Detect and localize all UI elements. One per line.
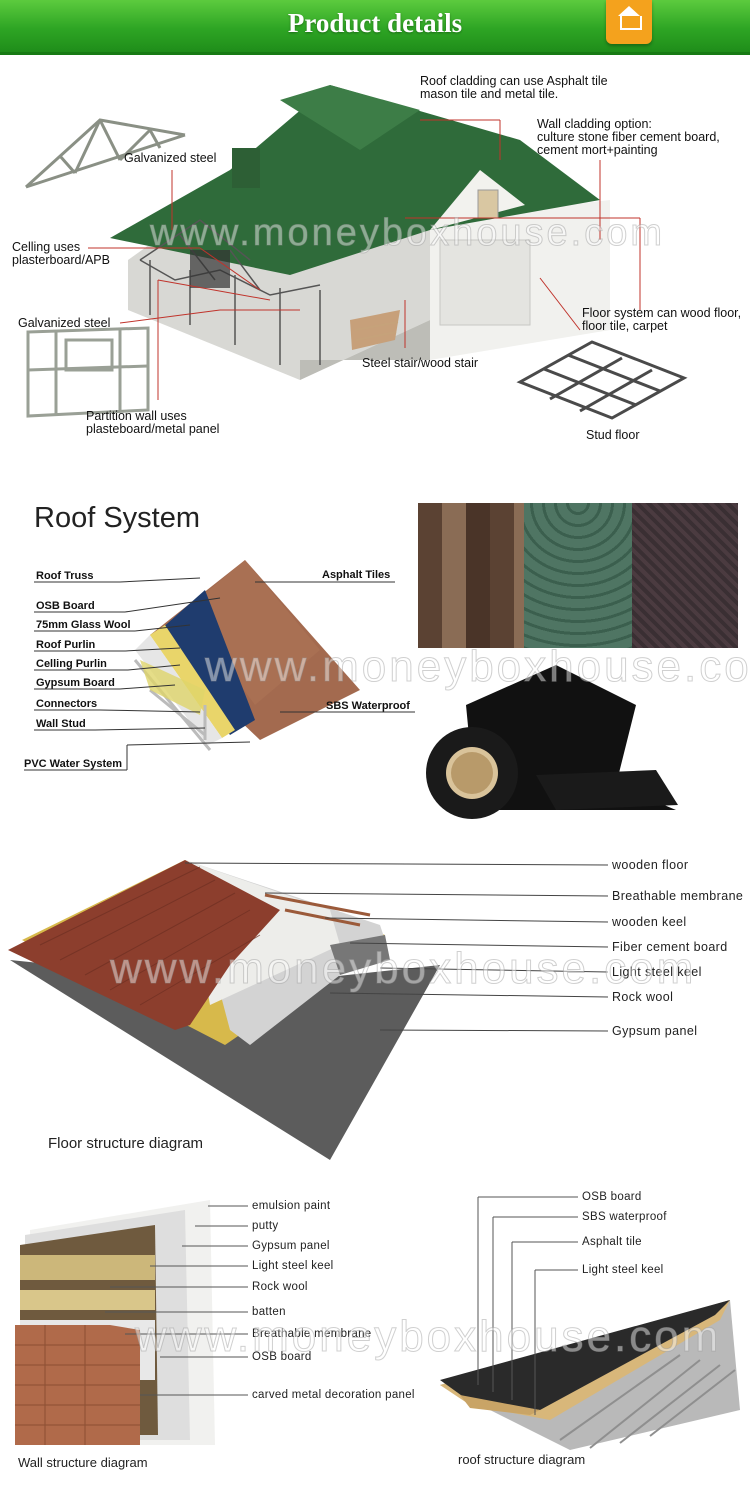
emulsion-paint-label: emulsion paint <box>252 1200 331 1212</box>
breathable-membrane-label: Breathable membrane <box>612 889 744 903</box>
wooden-keel-label: wooden keel <box>612 915 687 929</box>
watermark: www.moneyboxhouse.com <box>150 212 665 255</box>
wall-stud-label: Wall Stud <box>36 718 86 730</box>
fiber-cement-board-label: Fiber cement board <box>612 940 728 954</box>
header-banner: Product details <box>0 0 750 55</box>
roof-cladding-label: Roof cladding can use Asphalt tile mason… <box>420 74 608 101</box>
wooden-floor-label: wooden floor <box>612 858 689 872</box>
gypsum-board-label: Gypsum Board <box>36 677 115 689</box>
floor-leaders <box>184 862 609 1032</box>
wall-frame-illustration <box>26 326 150 418</box>
roof-system-title: Roof System <box>34 502 200 534</box>
connectors-label: Connectors <box>36 698 98 710</box>
wall-osb-board-label: OSB board <box>252 1351 312 1363</box>
roof-light-steel-keel-label: Light steel keel <box>582 1264 664 1276</box>
house-illustration <box>24 85 688 420</box>
roof-purlin-label: Roof Purlin <box>36 639 96 651</box>
putty-label: putty <box>252 1220 279 1232</box>
osb-board-label: OSB Board <box>36 600 95 612</box>
roof-structure-caption: roof structure diagram <box>458 1452 586 1467</box>
partition-label: Partition wall uses plasteboard/metal pa… <box>86 409 220 436</box>
asphalt-tile-photo-green <box>524 503 632 648</box>
wall-gypsum-panel-label: Gypsum panel <box>252 1240 330 1252</box>
watermark: www.moneyboxhouse.com <box>204 642 750 692</box>
wall-cladding-label: Wall cladding option: culture stone fibe… <box>537 117 720 157</box>
watermark: www.moneyboxhouse.com <box>134 1312 722 1362</box>
roof-system-illustration <box>133 560 360 751</box>
floor-structure-caption: Floor structure diagram <box>48 1135 204 1152</box>
asphalt-tile-photo-dark <box>632 503 738 648</box>
house-model <box>110 85 610 380</box>
asphalt-tile-photo-brown <box>418 503 524 648</box>
watermark: www.moneyboxhouse.com <box>109 944 697 994</box>
glass-wool-label: 75mm Glass Wool <box>36 619 131 631</box>
wall-rock-wool-label: Rock wool <box>252 1281 308 1293</box>
carved-metal-panel-label: carved metal decoration panel <box>252 1389 415 1401</box>
stud-floor-label: Stud floor <box>586 428 640 442</box>
sbs-waterproof-label: SBS Waterproof <box>326 700 410 712</box>
asphalt-tiles-label: Asphalt Tiles <box>322 569 391 581</box>
stud-floor-illustration <box>516 340 688 420</box>
galvanized-steel-top-label: Galvanized steel <box>124 151 217 165</box>
floor-structure-illustration <box>8 860 440 1160</box>
wall-structure-illustration <box>15 1200 215 1445</box>
page-title: Product details <box>287 8 463 38</box>
gypsum-panel-label: Gypsum panel <box>612 1024 698 1038</box>
galvanized-steel-left-label: Galvanized steel <box>18 316 111 330</box>
sbs-waterproof-roll <box>426 665 678 819</box>
house-logo-icon <box>606 0 652 44</box>
rock-wool-label: Rock wool <box>612 990 674 1004</box>
wall-breathable-membrane-label: Breathable membrane <box>252 1328 372 1340</box>
stair-label: Steel stair/wood stair <box>362 356 479 370</box>
wall-light-steel-keel-label: Light steel keel <box>252 1260 334 1272</box>
wall-structure-caption: Wall structure diagram <box>18 1455 148 1470</box>
batten-label: batten <box>252 1306 286 1318</box>
floor-system-label: Floor system can wood floor, floor tile,… <box>582 306 742 333</box>
roof-asphalt-tile-label: Asphalt tile <box>582 1236 642 1248</box>
roof-truss-illustration <box>24 118 186 189</box>
roof-system-leaders <box>24 577 415 771</box>
light-steel-keel-label: Light steel keel <box>612 965 702 979</box>
roof-osb-board-label: OSB board <box>582 1191 642 1203</box>
roof-sbs-waterproof-label: SBS waterproof <box>582 1211 667 1223</box>
pvc-water-system-label: PVC Water System <box>24 758 123 770</box>
roof-truss-label: Roof Truss <box>36 570 94 582</box>
ceiling-label: Celling uses plasterboard/APB <box>12 240 110 267</box>
ceiling-purlin-label: Celling Purlin <box>36 658 107 670</box>
